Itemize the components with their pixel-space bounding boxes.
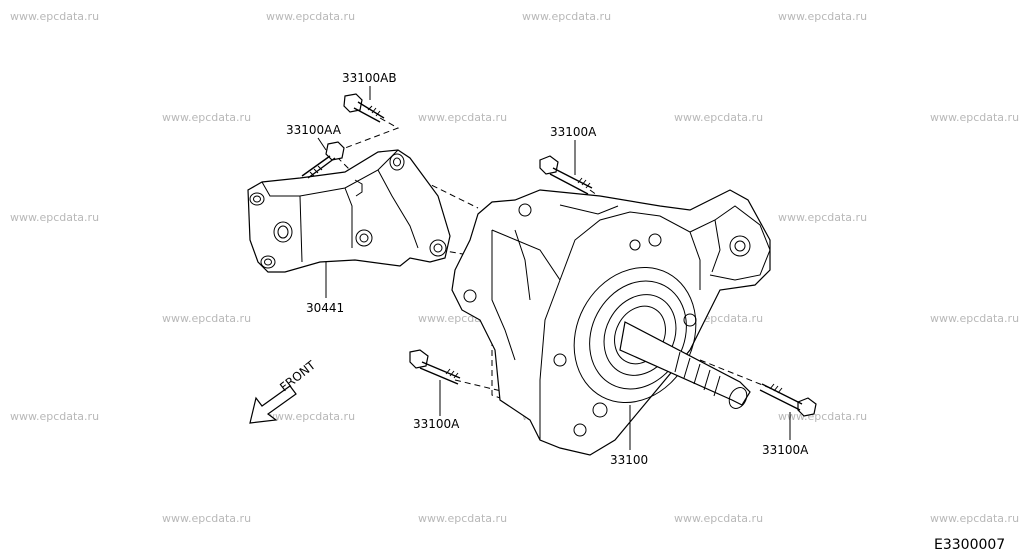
transfer-case-33100[interactable]	[451, 189, 771, 456]
diagram-code: E3300007	[934, 537, 1005, 553]
watermark: www.epcdata.ru	[674, 111, 763, 124]
watermark: www.epcdata.ru	[266, 10, 355, 23]
label-33100a-left: 33100A	[413, 417, 460, 431]
bolt-33100aa[interactable]	[301, 141, 345, 179]
bolt-33100a-top[interactable]	[539, 155, 593, 195]
front-arrow-icon	[249, 385, 297, 424]
front-label: FRONT	[277, 358, 318, 395]
watermark: www.epcdata.ru	[162, 312, 251, 325]
watermark: www.epcdata.ru	[418, 111, 507, 124]
part-labels: 33100AB 33100AA 33100A 30441 33100A 3310…	[286, 71, 809, 467]
watermark: www.epcdata.ru	[522, 10, 611, 23]
watermark: www.epcdata.ru	[10, 410, 99, 423]
watermark: www.epcdata.ru	[162, 512, 251, 525]
label-30441: 30441	[306, 301, 344, 315]
watermark: www.epcdata.ru	[10, 211, 99, 224]
watermark: www.epcdata.ru	[162, 111, 251, 124]
watermark: www.epcdata.ru	[778, 10, 867, 23]
bolt-33100a-right[interactable]	[759, 383, 817, 417]
leader-lines	[317, 86, 791, 450]
bolt-33100ab[interactable]	[343, 93, 385, 123]
watermark: www.epcdata.ru	[266, 410, 355, 423]
watermark: www.epcdata.ru	[778, 410, 867, 423]
label-33100: 33100	[610, 453, 648, 467]
watermark: www.epcdata.ru	[10, 10, 99, 23]
watermark: www.epcdata.ru	[930, 312, 1019, 325]
bracket-30441[interactable]	[247, 149, 451, 273]
watermark: www.epcdata.ru	[674, 512, 763, 525]
label-33100aa: 33100AA	[286, 123, 342, 137]
watermark: www.epcdata.ru	[930, 111, 1019, 124]
watermark: www.epcdata.ru	[418, 512, 507, 525]
label-33100a-top: 33100A	[550, 125, 597, 139]
label-33100a-right: 33100A	[762, 443, 809, 457]
bolt-33100a-left[interactable]	[409, 349, 461, 385]
watermark: www.epcdata.ru	[778, 211, 867, 224]
watermark: www.epcdata.ru	[930, 512, 1019, 525]
label-33100ab: 33100AB	[342, 71, 397, 85]
